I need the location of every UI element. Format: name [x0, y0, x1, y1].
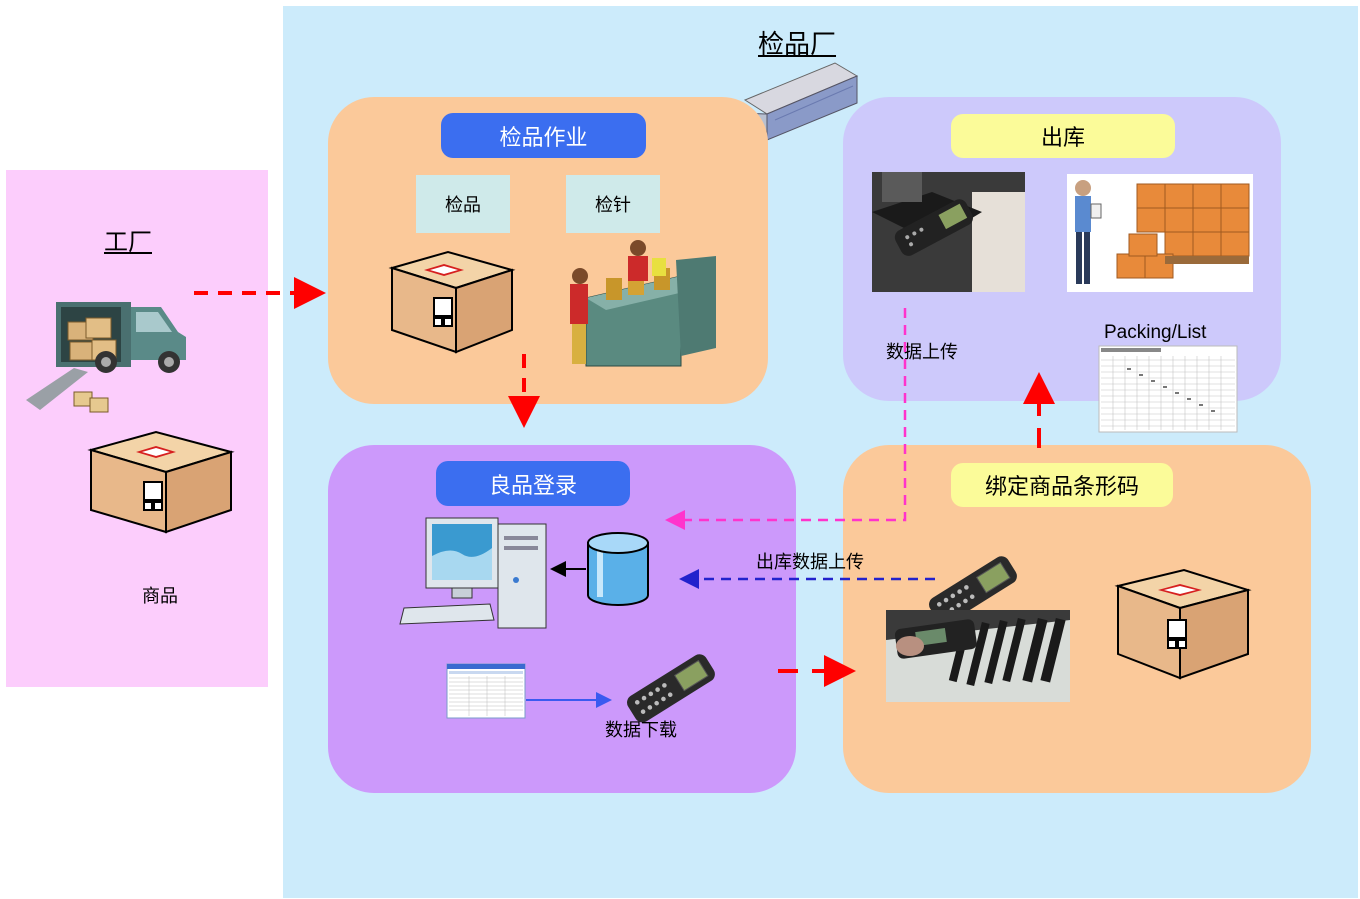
- packing-list-label: Packing/List: [1104, 322, 1207, 343]
- download-label: 数据下载: [605, 720, 677, 741]
- handheld-scanner-icon: [929, 556, 1017, 625]
- barcode-scanning-photo: [886, 610, 1070, 702]
- binding-title: 绑定商品条形码: [951, 463, 1173, 507]
- inspection-tag-needle: 检针: [566, 175, 660, 233]
- factory-area: [6, 170, 268, 687]
- packing-list-document: [1098, 345, 1238, 433]
- spreadsheet-screenshot: [446, 663, 526, 719]
- goods-label: 商品: [142, 586, 178, 607]
- plant-title: 检品厂: [758, 30, 837, 60]
- inspection-tag-check: 检品: [416, 175, 510, 233]
- box-icon: [87, 430, 235, 534]
- registration-title: 良品登录: [436, 461, 630, 506]
- warehouse-stock-photo: [1067, 174, 1253, 292]
- outbound-data-upload-label: 出库数据上传: [756, 552, 864, 573]
- computer-icon: [399, 517, 547, 629]
- inspection-workers-icon: [570, 240, 716, 367]
- box-icon: [388, 250, 516, 354]
- box-icon: [1114, 568, 1252, 680]
- outbound-title: 出库: [951, 114, 1175, 158]
- handheld-scanner-icon: [627, 654, 715, 723]
- database-icon: [587, 532, 649, 606]
- inspection-title: 检品作业: [441, 113, 646, 158]
- scanning-photo: [872, 172, 1025, 292]
- arrow-outbound-upload: [665, 308, 907, 530]
- truck-icon: [26, 302, 186, 413]
- factory-title: 工厂: [104, 228, 152, 256]
